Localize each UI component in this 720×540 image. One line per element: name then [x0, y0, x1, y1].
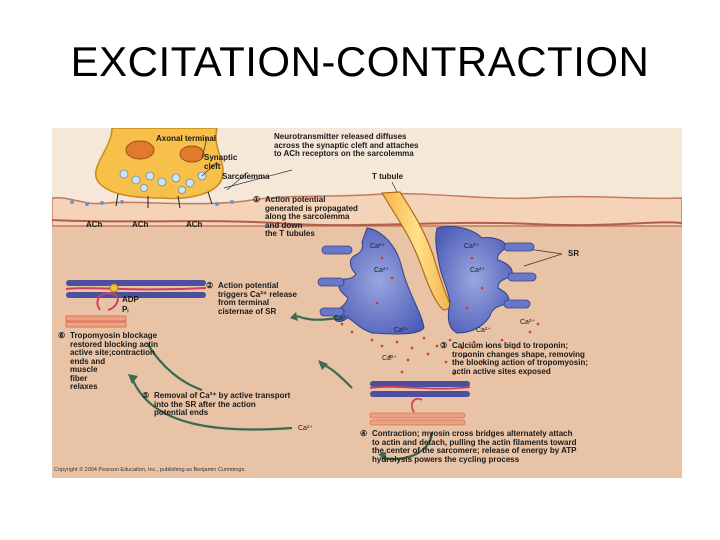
step-6-number: ⑥: [58, 331, 66, 340]
copyright-notice: Copyright © 2004 Pearson Education, Inc.…: [54, 467, 246, 473]
ach-label-3: ACh: [186, 220, 203, 229]
ach-release-arrows: [115, 191, 213, 209]
ca-label: Ca²⁺: [382, 355, 397, 362]
neurotransmitter-label: Neurotransmitter released diffuses acros…: [274, 132, 419, 158]
thin-filament-active: [369, 381, 471, 397]
ach-label-1: ACh: [86, 220, 103, 229]
ca-label: Ca²⁺: [476, 327, 491, 334]
pi-label: Pᵢ: [122, 305, 129, 314]
step-1-number: ①: [253, 195, 261, 204]
sarcolemma-label: Sarcolemma: [222, 172, 270, 181]
ca-label: Ca²⁺: [334, 315, 349, 322]
figure-artwork: [52, 128, 682, 478]
excitation-contraction-figure: Axonal terminal Synaptic cleft Sarcolemm…: [52, 128, 682, 478]
step-3-number: ③: [440, 341, 448, 350]
thick-filament: [65, 315, 127, 322]
arrow-heads: [128, 312, 386, 462]
sarcolemma-inner-edge: [52, 219, 682, 227]
sr-tubules: [317, 242, 537, 317]
ca-label: Ca²⁺: [464, 243, 479, 250]
step-2-text: Action potential triggers Ca²⁺ release f…: [218, 281, 297, 316]
ach-label-2: ACh: [132, 220, 149, 229]
step-4-number: ④: [360, 429, 368, 438]
contraction-filaments: [369, 397, 466, 426]
ca-label: Ca²⁺: [298, 425, 313, 432]
ca-label: Ca²⁺: [394, 327, 409, 334]
cycle-arrows: [130, 314, 434, 461]
axonal-terminal-label: Axonal terminal: [156, 134, 217, 143]
myosin-head: [96, 292, 119, 311]
leader-lines: [201, 137, 563, 267]
t-tubule: [380, 191, 453, 311]
step-6-text: Tropomyosin blockage restored blocking a…: [70, 331, 159, 391]
step-2-number: ②: [206, 281, 214, 290]
adp-label: ADP: [122, 295, 139, 304]
mitochondrion: [179, 145, 205, 163]
thick-filament: [65, 321, 127, 328]
calcium-ions: [340, 256, 540, 376]
step-1-text: Action potential generated is propagated…: [265, 195, 358, 238]
step-5-number: ⑤: [142, 391, 150, 400]
step-5-text: Removal of Ca²⁺ by active transport into…: [154, 391, 291, 417]
ca-label: Ca²⁺: [520, 319, 535, 326]
ach-receptors: [70, 200, 234, 206]
synaptic-cleft-label: Synaptic cleft: [204, 153, 238, 171]
t-tubule-label: T tubule: [372, 172, 404, 181]
ca-label: Ca²⁺: [374, 267, 389, 274]
ca-label: Ca²⁺: [470, 267, 485, 274]
step-4-text: Contraction; myosin cross bridges altern…: [372, 429, 577, 464]
sr-label: SR: [568, 249, 580, 258]
sarcolemma-membrane: [52, 192, 682, 227]
step-3-text: Calcium ions bind to troponin; troponin …: [452, 341, 588, 376]
mitochondrion: [125, 140, 155, 160]
ca-label: Ca²⁺: [370, 243, 385, 250]
slide-title: EXCITATION-CONTRACTION: [70, 38, 650, 85]
